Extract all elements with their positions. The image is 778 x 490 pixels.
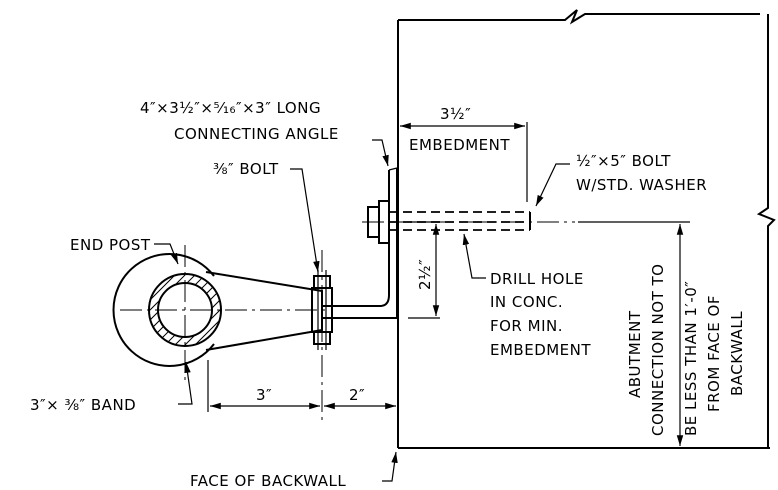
embedment-dimension-label: 3½″: [440, 105, 471, 123]
angle-label-line2: CONNECTING ANGLE: [174, 125, 339, 143]
drill-hole-label-line1: DRILL HOLE: [490, 270, 584, 288]
dimension-2-label: 2″: [349, 386, 365, 404]
abutment-label-line1: ABUTMENT: [626, 310, 644, 398]
annotations: 4″×3½″×⁵⁄₁₆″×3″ LONG CONNECTING ANGLE ⅜″…: [30, 99, 746, 490]
large-bolt-label-line1: ½″×5″ BOLT: [576, 152, 671, 170]
small-bolt-label: ⅜″ BOLT: [213, 160, 279, 178]
band-label: 3″× ⅜″ BAND: [30, 396, 136, 414]
abutment-label-line2: CONNECTION NOT TO: [649, 264, 667, 436]
vertical-dimension-label: 2½″: [416, 259, 434, 290]
backwall: [397, 9, 776, 449]
drill-hole-label-line3: FOR MIN.: [490, 317, 563, 335]
connecting-angle: [322, 167, 398, 319]
abutment-label-line5: BACKWALL: [728, 311, 746, 396]
drill-hole-label-line2: IN CONC.: [490, 293, 563, 311]
dimension-abutment: [578, 221, 690, 446]
leaders: [154, 139, 570, 482]
embedment-label: EMBEDMENT: [409, 136, 510, 154]
angle-label-line1: 4″×3½″×⁵⁄₁₆″×3″ LONG: [140, 99, 321, 117]
end-post-label: END POST: [70, 236, 151, 254]
face-of-backwall-label: FACE OF BACKWALL: [190, 472, 346, 490]
drill-hole-label-line4: EMBEDMENT: [490, 341, 591, 359]
dimension-vertical: [408, 221, 440, 319]
large-bolt: [362, 200, 575, 244]
dimension-embedment: [400, 122, 528, 202]
small-bolt: [311, 250, 333, 420]
abutment-label-line4: FROM FACE OF: [705, 295, 723, 412]
dimension-horizontal: [207, 360, 396, 412]
dimension-3-label: 3″: [256, 386, 272, 404]
abutment-label-line3: BE LESS THAN 1′-0″: [682, 281, 700, 436]
large-bolt-label-line2: W/STD. WASHER: [576, 176, 707, 194]
